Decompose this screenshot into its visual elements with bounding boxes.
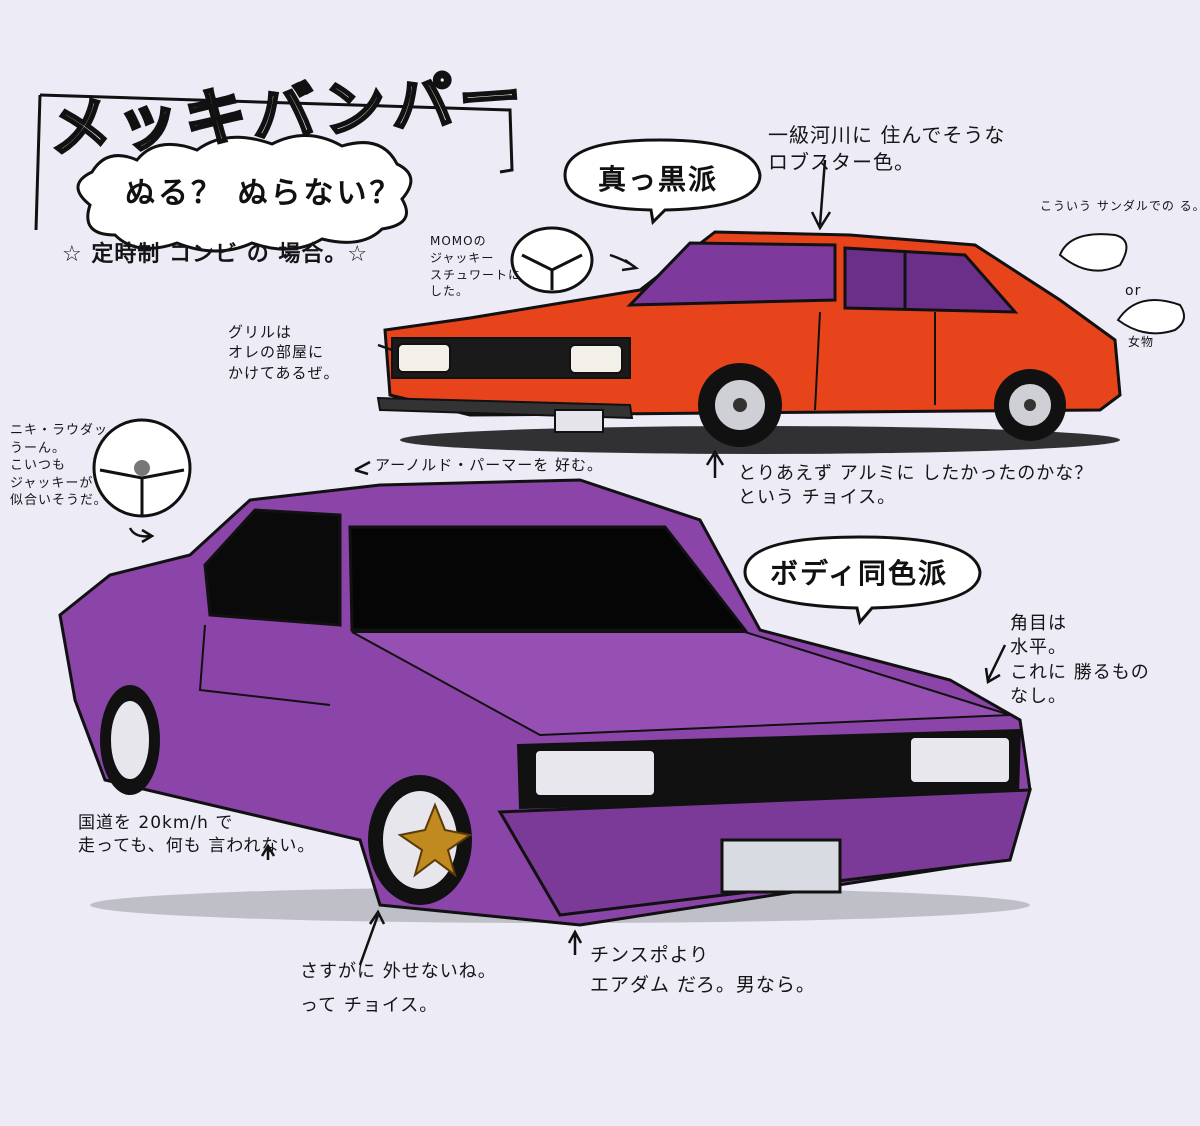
speech-bubble-black — [563, 138, 762, 226]
bottom-car — [58, 478, 1033, 927]
speech-bubble-body — [743, 535, 982, 626]
top-car-shoe-note-1: こういう サンダルでの る。 — [1040, 199, 1200, 213]
shoe-icon — [1116, 299, 1185, 335]
intro-text: ☆ 定時制 コンビ の 場合。☆ — [62, 242, 369, 267]
cloud-bubble — [76, 134, 413, 253]
top-car — [376, 230, 1122, 454]
top-car-shoe-note-2: 女物 — [1128, 335, 1155, 349]
top-car-steering-note: MOMOの ジャッキー スチュワートに した。 — [430, 234, 522, 299]
bottom-car-wheel-note: さすがに 外せないね。 って チョイス。 — [300, 961, 497, 1017]
bottom-car-label: ボディ同色派 — [770, 557, 949, 590]
top-car-shoe-or: or — [1125, 283, 1142, 299]
bottom-car-steering-note: ニキ・ラウダッ うーん。 こいつも ジャッキーが 似合いそうだ。 — [10, 423, 109, 509]
bottom-car-speed-note: 国道を 20km/h で 走っても、何も 言われない。 — [78, 813, 316, 856]
title-block — [34, 93, 514, 253]
top-car-label: 真っ黒派 — [598, 163, 719, 196]
subtitle: ぬる？ ぬらない？ — [125, 176, 403, 211]
annotation-arrows — [128, 159, 1007, 966]
top-car-arnold-note: アーノルド・パーマーを 好む。 — [375, 456, 603, 474]
momo-steering-wheel-icon — [510, 226, 594, 294]
nardi-steering-wheel-icon — [92, 418, 192, 518]
top-car-grille-note: グリルは オレの部屋に かけてあるぜ。 — [228, 323, 340, 382]
bottom-car-headlight-note: 角目は 水平。 これに 勝るもの なし。 — [1010, 613, 1150, 707]
top-car-wheel-note: とりあえず アルミに したかったのかな？ という チョイス。 — [738, 463, 1094, 509]
bottom-car-airdam-note: チンスポより エアダム だろ。男なら。 — [590, 944, 816, 997]
top-car-color-note: 一級河川に 住んでそうな ロブスター色。 — [768, 123, 1006, 174]
sandal-icon — [1058, 233, 1128, 272]
